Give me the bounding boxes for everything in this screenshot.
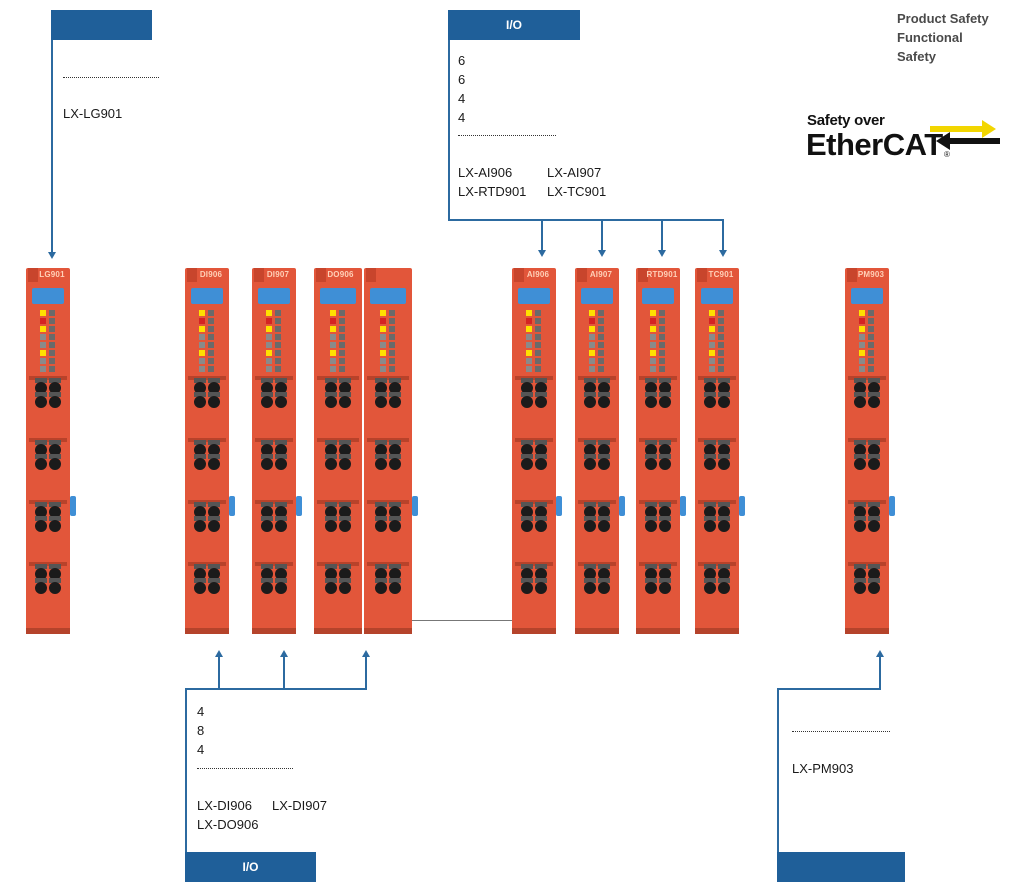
safety-label-2: Functional	[897, 30, 963, 45]
module-ai906: AI906	[512, 268, 564, 638]
module-label: AI906	[526, 270, 550, 279]
analog-connector-vertical	[448, 40, 450, 220]
analog-branch-1	[541, 219, 543, 250]
module-graphic	[695, 268, 745, 634]
analog-model-ai906: LX-AI906	[458, 165, 513, 180]
module-graphic	[252, 268, 302, 634]
module-rtd901: RTD901	[636, 268, 688, 638]
module-lg901: LG901	[26, 268, 78, 638]
logo-line2: EtherCAT	[806, 127, 943, 162]
din-rail-segment	[410, 620, 514, 621]
power-connector-vertical	[777, 688, 779, 853]
module-ai907: AI907	[575, 268, 627, 638]
logic-arrow-icon	[48, 252, 56, 259]
digital-branch-1	[218, 656, 220, 689]
digital-count-1: 4	[197, 704, 205, 719]
digital-model-di907: LX-DI907	[272, 798, 327, 813]
analog-count-4: 4	[458, 110, 466, 125]
digital-count-3: 4	[197, 742, 205, 757]
power-connector-horizontal	[777, 688, 880, 690]
module-label: DI907	[266, 270, 290, 279]
digital-branch-3	[365, 656, 367, 689]
module-pm903: PM903	[845, 268, 897, 638]
module-tc901: TC901	[695, 268, 747, 638]
power-model-name: LX-PM903	[792, 761, 854, 776]
digital-arrow-icon-2	[280, 650, 288, 657]
analog-group-header: I/O	[448, 10, 580, 40]
power-divider	[792, 731, 890, 732]
analog-model-ai907: LX-AI907	[547, 165, 602, 180]
digital-connector-vertical	[185, 688, 187, 853]
power-group-header	[777, 852, 905, 882]
module-label: PM903	[857, 270, 885, 279]
analog-branch-4	[722, 219, 724, 250]
module-do906: DO906	[314, 268, 420, 638]
logic-model-name: LX-LG901	[63, 106, 123, 121]
digital-divider	[197, 768, 293, 769]
module-label: RTD901	[646, 270, 678, 279]
digital-count-2: 8	[197, 723, 205, 738]
analog-arrow-icon-3	[658, 250, 666, 257]
analog-connector-horizontal	[448, 219, 724, 221]
digital-group-header: I/O	[185, 852, 316, 882]
logic-divider	[63, 77, 159, 78]
digital-connector-horizontal	[185, 688, 367, 690]
analog-arrow-icon-2	[598, 250, 606, 257]
module-di906: DI906	[185, 268, 237, 638]
module-graphic	[26, 268, 76, 634]
analog-arrow-icon-4	[719, 250, 727, 257]
logic-connector-line	[51, 40, 53, 254]
module-graphic	[512, 268, 562, 634]
module-graphic	[575, 268, 625, 634]
analog-count-1: 6	[458, 53, 466, 68]
module-label: AI907	[589, 270, 613, 279]
module-label: DO906	[327, 270, 354, 279]
analog-model-tc901: LX-TC901	[547, 184, 607, 199]
safety-label-1: Product Safety	[897, 11, 989, 26]
safety-label-3: Safety	[897, 49, 937, 64]
logo-line1: Safety over	[807, 112, 885, 129]
module-graphic	[845, 268, 895, 634]
digital-branch-2	[283, 656, 285, 689]
analog-divider	[458, 135, 556, 136]
power-arrow-icon	[876, 650, 884, 657]
analog-count-3: 4	[458, 91, 466, 106]
analog-model-rtd901: LX-RTD901	[458, 184, 527, 199]
module-graphic	[636, 268, 686, 634]
logic-group-header	[51, 10, 152, 40]
logo-registered: ®	[944, 150, 950, 159]
module-graphic	[314, 268, 418, 634]
module-di907: DI907	[252, 268, 304, 638]
analog-branch-2	[601, 219, 603, 250]
power-branch	[879, 656, 881, 690]
module-label: LG901	[39, 270, 65, 279]
module-label: DI906	[199, 270, 223, 279]
logo-arrows-icon	[930, 120, 1000, 150]
digital-model-di906: LX-DI906	[197, 798, 252, 813]
analog-count-2: 6	[458, 72, 466, 87]
digital-arrow-icon-1	[215, 650, 223, 657]
module-graphic	[185, 268, 235, 634]
analog-branch-3	[661, 219, 663, 250]
safety-over-ethercat-logo: Safety over EtherCAT ®	[806, 112, 1000, 168]
analog-arrow-icon-1	[538, 250, 546, 257]
digital-arrow-icon-3	[362, 650, 370, 657]
digital-model-do906: LX-DO906	[197, 817, 259, 832]
module-label: TC901	[708, 270, 734, 279]
